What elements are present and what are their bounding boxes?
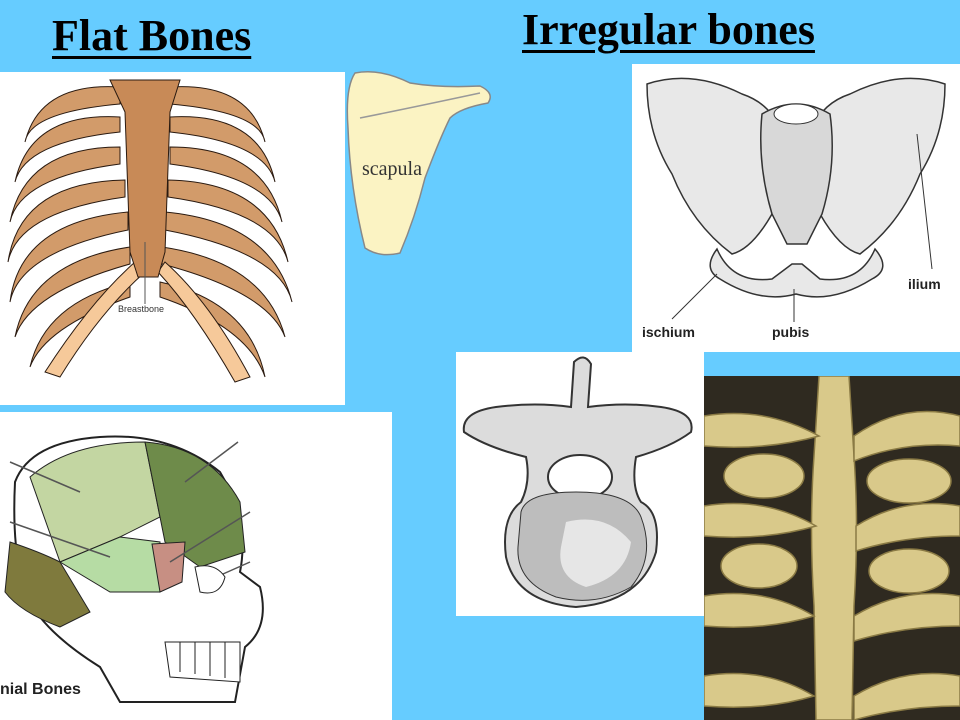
sternum <box>109 79 181 278</box>
spine-photo <box>704 376 960 720</box>
breastbone-label: Breastbone <box>118 304 164 314</box>
rib-cage-illustration: Breastbone <box>0 72 345 405</box>
left-ribs <box>7 86 131 368</box>
scapula-label: scapula <box>362 158 422 180</box>
scapula-illustration: scapula <box>340 68 500 263</box>
ischium-label: ischium <box>642 324 695 340</box>
vertebra-illustration <box>456 352 704 616</box>
flat-bones-title: Flat Bones <box>52 11 252 60</box>
skull-illustration: nial Bones <box>0 412 392 720</box>
costal-cartilage <box>44 261 251 383</box>
right-ribs <box>159 86 293 378</box>
ilium-label: ilium <box>908 276 941 292</box>
pelvis-illustration: ischium pubis ilium <box>632 64 960 352</box>
pubis-label: pubis <box>772 324 810 340</box>
cranial-bones-label: nial Bones <box>0 681 81 698</box>
irregular-bones-title: Irregular bones <box>522 5 815 54</box>
